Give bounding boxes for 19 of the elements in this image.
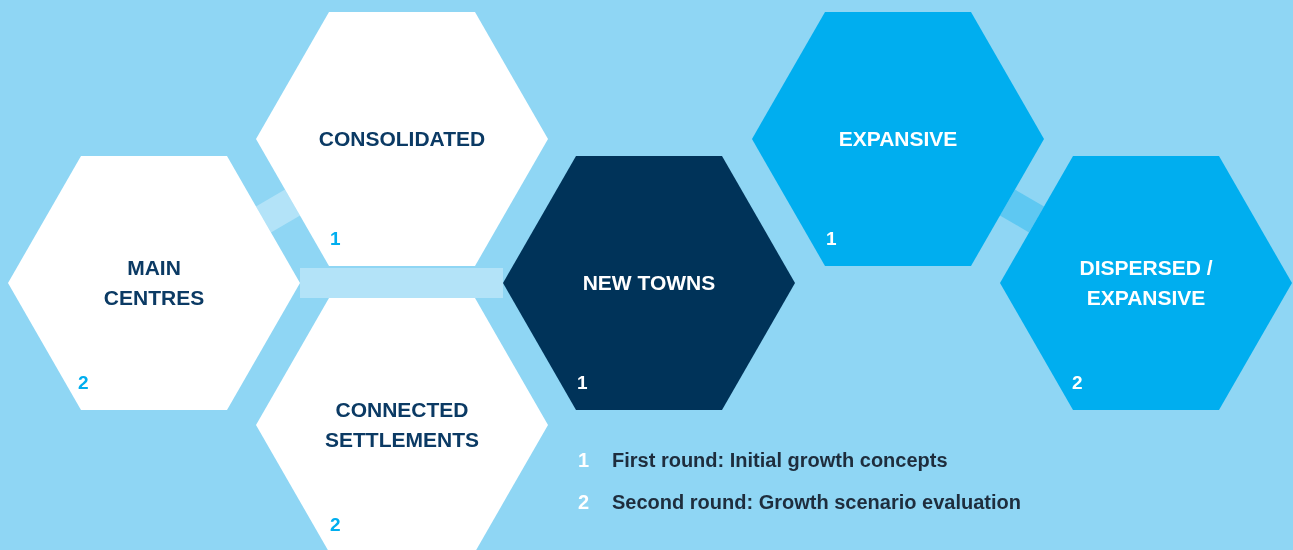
legend-text: Second round: Growth scenario evaluation bbox=[612, 491, 1021, 514]
round-number: 1 bbox=[826, 228, 837, 250]
connector-band bbox=[255, 189, 301, 233]
round-number: 2 bbox=[78, 372, 89, 394]
hexagon-label: DISPERSED / EXPANSIVE bbox=[1078, 255, 1214, 311]
round-number: 2 bbox=[1072, 372, 1083, 394]
hexagon-label: NEW TOWNS bbox=[582, 270, 716, 296]
hexagon-label: MAIN CENTRES bbox=[102, 255, 206, 311]
connector-band bbox=[300, 268, 503, 298]
legend-number: 2 bbox=[578, 491, 590, 514]
legend-number: 1 bbox=[578, 449, 590, 472]
hexagon-label: CONNECTED SETTLEMENTS bbox=[324, 397, 480, 453]
hexagon-label: CONSOLIDATED bbox=[318, 126, 486, 152]
round-number: 1 bbox=[330, 228, 341, 250]
round-number: 2 bbox=[330, 514, 341, 536]
hexagon-label: EXPANSIVE bbox=[838, 126, 958, 152]
connector-band bbox=[999, 189, 1045, 233]
round-number: 1 bbox=[577, 372, 588, 394]
legend-text: First round: Initial growth concepts bbox=[612, 449, 948, 472]
